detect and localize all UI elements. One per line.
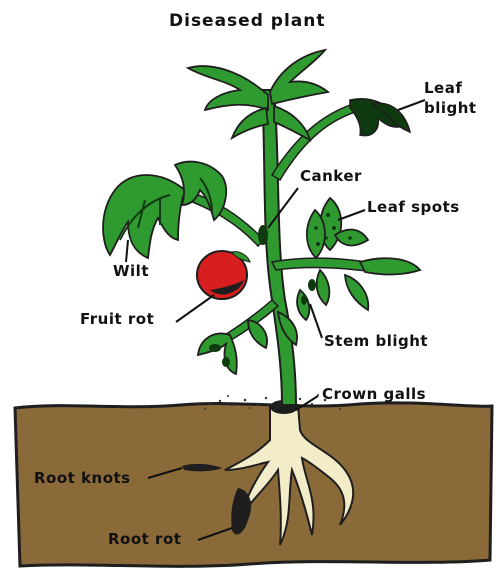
label-root-knots: Root knots xyxy=(34,469,131,487)
diagram-title: Diseased plant xyxy=(169,11,326,31)
label-leaf-blight-line2: blight xyxy=(424,99,477,117)
wilt-leaves xyxy=(103,162,226,258)
label-leaf-blight-line1: Leaf xyxy=(424,79,462,97)
leader-stem-blight xyxy=(310,304,322,338)
label-wilt: Wilt xyxy=(113,262,149,280)
leader-fruit-rot xyxy=(176,295,214,322)
label-fruit-rot: Fruit rot xyxy=(80,310,154,328)
canker-mark xyxy=(258,225,268,245)
leaf-blight-leaves xyxy=(350,99,410,136)
label-canker: Canker xyxy=(300,167,362,185)
main-stem xyxy=(262,90,296,405)
top-leaves xyxy=(188,50,328,140)
label-root-rot: Root rot xyxy=(108,530,181,548)
label-leaf-spots: Leaf spots xyxy=(367,198,460,216)
label-crown-galls: Crown galls xyxy=(322,385,426,403)
fruit xyxy=(197,251,250,299)
leader-leaf-blight xyxy=(398,100,425,110)
leader-leaf-spots xyxy=(338,210,365,220)
label-stem-blight: Stem blight xyxy=(324,332,428,350)
leader-wilt xyxy=(126,240,128,262)
